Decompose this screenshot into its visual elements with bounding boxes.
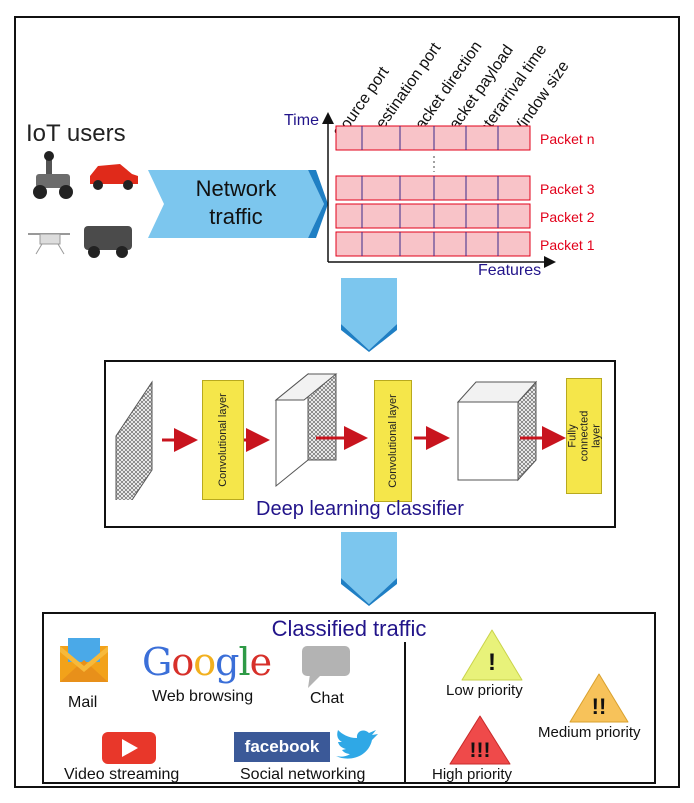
deep-learning-caption: Deep learning classifier [256,498,464,520]
packet-3-label: Packet 3 [540,181,595,197]
web-browsing-label: Web browsing [152,688,254,705]
conv-layer-1: Convolutional layer [202,380,244,500]
video-icon [102,732,156,764]
chat-label: Chat [310,690,344,707]
chat-icon [302,646,350,688]
packet-feature-matrix [322,112,556,268]
cnn-diagram [115,372,566,500]
low-priority-label: Low priority [446,682,523,699]
feature-map-1 [274,372,338,488]
mail-label: Mail [68,694,98,711]
packet-n-label: Packet n [540,131,595,147]
conv-layer-2: Convolutional layer [374,380,412,502]
down-arrow-2 [341,532,397,606]
drone-icon [28,233,70,255]
medium-priority-icon: !! [569,673,629,723]
packet-row-2 [335,203,531,229]
svg-text:!!: !! [592,694,607,719]
packet-2-label: Packet 2 [540,209,595,225]
video-streaming-label: Video streaming [64,766,180,783]
svg-text:!!!: !!! [470,739,491,762]
mail-icon [60,638,108,682]
twitter-icon [336,730,378,759]
social-networking-label: Social networking [240,766,366,783]
network-traffic-arrow [148,170,328,238]
iot-devices [28,151,138,258]
high-priority-label: High priority [432,766,513,783]
features-axis-label: Features [478,262,542,279]
facebook-logo: facebook [234,732,330,762]
packet-row-3 [335,175,531,201]
down-arrow-1 [341,278,397,352]
packet-1-label: Packet 1 [540,237,595,253]
svg-text:!: ! [488,649,496,676]
armored-vehicle-icon [84,226,132,258]
time-axis-label: Time [284,112,319,129]
input-layer [115,380,153,500]
high-priority-icon: !!! [449,715,511,765]
classified-traffic-title: Classified traffic [271,616,427,641]
packet-row-1 [335,231,531,257]
feature-map-2 [456,380,538,482]
car-icon [90,164,138,190]
packet-row-n [335,125,531,151]
classified-traffic-panel [42,612,656,784]
iot-users-title: IoT users [26,120,126,147]
fully-connected-layer: Fully connected layer [566,378,602,494]
figure-frame [14,16,680,788]
panel-divider [404,642,406,784]
robot-icon [33,151,73,199]
google-logo: Google [142,640,272,684]
low-priority-icon: ! [461,629,523,681]
medium-priority-label: Medium priority [538,724,641,741]
network-traffic-label: Network traffic [195,176,277,229]
